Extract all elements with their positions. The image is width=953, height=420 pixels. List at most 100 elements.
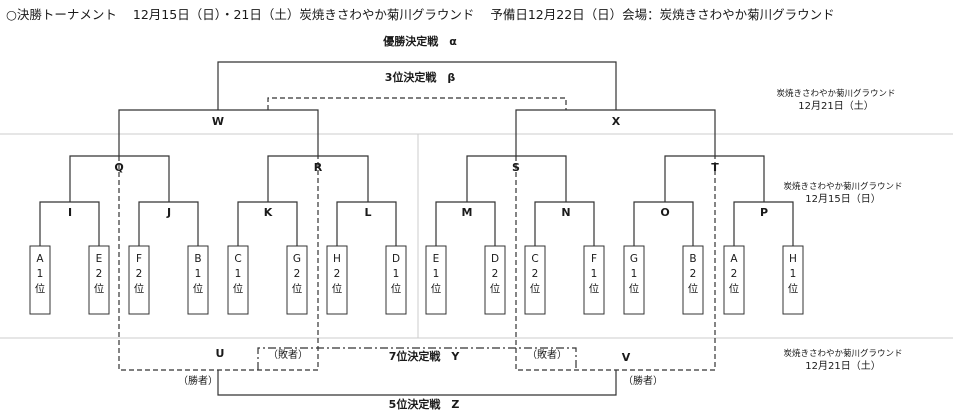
seed-line: 位 <box>232 283 244 296</box>
header-reserve: 予備日12月22日（日）会場：炭焼きさわやか菊川グラウンド <box>490 7 835 22</box>
seed-text: D 2 位 <box>490 252 501 298</box>
seed-line: 2 <box>491 268 499 281</box>
seed-line: 2 <box>333 268 341 281</box>
seed-line: G <box>629 253 639 265</box>
match-R-label: R <box>313 161 323 174</box>
seed-text: C 2 位 <box>530 252 541 298</box>
match-M-label: M <box>461 206 473 219</box>
match-J-label: J <box>166 206 172 219</box>
seed-line: 位 <box>331 283 343 296</box>
seed-text: A 2 位 <box>729 252 740 298</box>
seed-line: 1 <box>194 268 202 281</box>
match-W-label: W <box>211 115 225 128</box>
final-bracket <box>217 61 617 110</box>
match-S-label: S <box>512 161 520 174</box>
schedule-date: 12月15日（日） <box>805 194 881 206</box>
seed-line: 位 <box>588 283 600 296</box>
seventh-place-bracket <box>257 347 577 370</box>
seed-line: 位 <box>133 283 145 296</box>
round1-bracket <box>435 201 496 246</box>
seed-line: 1 <box>36 268 44 281</box>
seed-line: B <box>689 253 697 265</box>
match-U-label: U <box>215 347 225 360</box>
match-K-label: K <box>263 206 273 219</box>
seed-line: 2 <box>730 268 738 281</box>
schedule-note-mid: 炭焼きさわやか菊川グラウンド 12月15日（日） <box>783 182 902 206</box>
seed-text: F 2 位 <box>134 252 145 298</box>
seed-line: 位 <box>192 283 204 296</box>
match-I-label: I <box>67 206 73 219</box>
round1-bracket <box>534 201 595 246</box>
seed-line: 2 <box>689 268 697 281</box>
schedule-date: 12月21日（土） <box>805 361 881 373</box>
seed-line: C <box>234 253 242 265</box>
seed-line: 位 <box>628 283 640 296</box>
seed-line: 位 <box>291 283 303 296</box>
seed-line: 2 <box>135 268 143 281</box>
seed-line: 2 <box>531 268 539 281</box>
schedule-venue: 炭焼きさわやか菊川グラウンド <box>783 182 903 192</box>
seed-line: C <box>531 253 539 265</box>
seed-text: G 2 位 <box>292 252 303 298</box>
seed-line: B <box>194 253 202 265</box>
round1-bracket <box>336 201 397 246</box>
seed-line: 位 <box>93 283 105 296</box>
schedule-note-bottom: 炭焼きさわやか菊川グラウンド 12月21日（土） <box>783 349 902 373</box>
fifth-place-match-label: 5位決定戦 Z <box>388 398 460 411</box>
seed-line: D <box>490 253 500 265</box>
seed-line: 2 <box>293 268 301 281</box>
header-dates: 12月15日（日）・21日（土）炭焼きさわやか菊川グラウンド <box>132 7 475 22</box>
seventh-place-match-label: 7位決定戦 Y <box>388 350 460 363</box>
header-title: ○決勝トーナメント <box>6 7 117 22</box>
page-header: ○決勝トーナメント 12月15日（日）・21日（土）炭焼きさわやか菊川グラウンド… <box>6 7 847 22</box>
seed-line: 1 <box>630 268 638 281</box>
seed-line: 位 <box>489 283 501 296</box>
seed-line: 位 <box>728 283 740 296</box>
match-V-label: V <box>621 351 631 364</box>
seed-line: F <box>135 253 143 265</box>
match-L-label: L <box>364 206 372 219</box>
seed-line: H <box>333 253 341 265</box>
seed-line: 1 <box>590 268 598 281</box>
seed-line: A <box>36 253 44 265</box>
seed-line: 位 <box>529 283 541 296</box>
seed-text: G 1 位 <box>629 252 640 298</box>
seed-line: 1 <box>234 268 242 281</box>
seed-line: A <box>730 253 738 265</box>
seed-line: 1 <box>789 268 797 281</box>
match-T-label: T <box>711 161 719 174</box>
seed-line: 1 <box>432 268 440 281</box>
fifth-place-bracket <box>217 370 617 396</box>
final-match-label: 優勝決定戦 α <box>383 35 457 48</box>
seed-line: 位 <box>787 283 799 296</box>
winner-left-label: （勝者） <box>178 376 218 387</box>
seed-line: G <box>292 253 302 265</box>
schedule-note-top: 炭焼きさわやか菊川グラウンド 12月21日（土） <box>776 89 895 113</box>
seed-line: H <box>789 253 797 265</box>
schedule-venue: 炭焼きさわやか菊川グラウンド <box>783 349 903 359</box>
round1-bracket <box>633 201 694 246</box>
match-N-label: N <box>561 206 571 219</box>
seed-line: D <box>391 253 401 265</box>
match-X-label: X <box>611 115 621 128</box>
seed-line: 位 <box>390 283 402 296</box>
seed-text: H 2 位 <box>332 252 343 298</box>
schedule-venue: 炭焼きさわやか菊川グラウンド <box>776 89 896 99</box>
third-place-match-label: 3位決定戦 β <box>384 71 456 84</box>
schedule-date: 12月21日（土） <box>798 101 874 113</box>
seed-text: C 1 位 <box>233 252 244 298</box>
seed-text: H 1 位 <box>788 252 799 298</box>
seed-line: E <box>432 253 440 265</box>
match-Q-label: Q <box>114 161 124 174</box>
third-place-bracket <box>267 97 567 110</box>
match-O-label: O <box>660 206 670 219</box>
loser-left-label: （敗者） <box>268 350 308 361</box>
loser-right-label: （敗者） <box>527 350 567 361</box>
